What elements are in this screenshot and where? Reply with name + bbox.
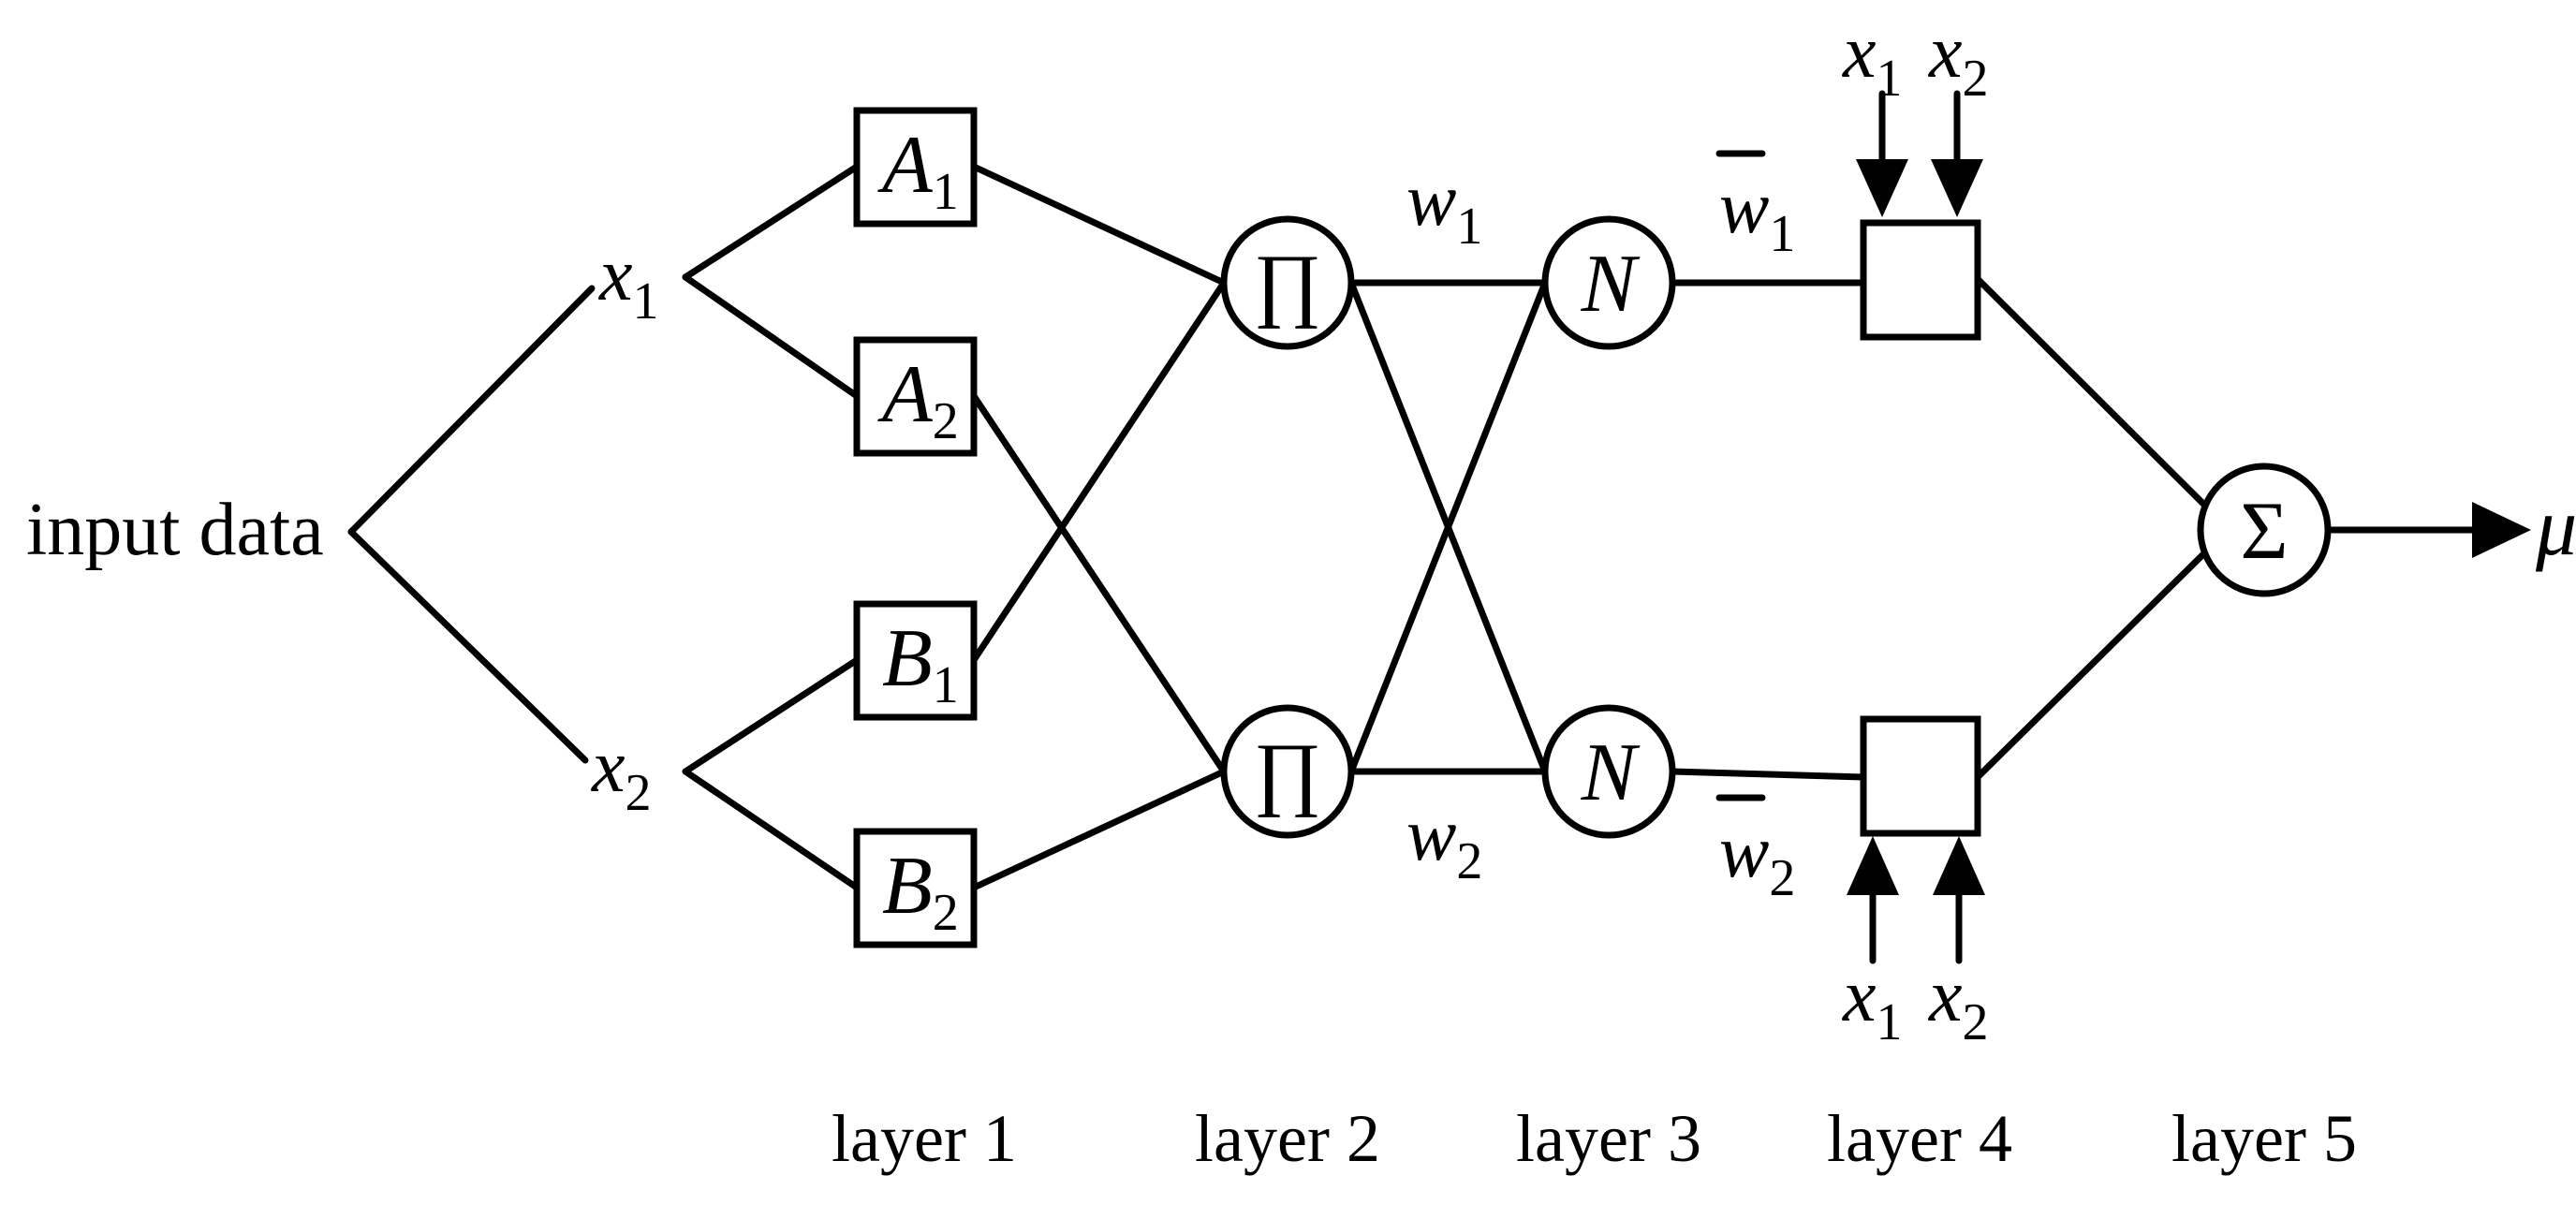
node-a2-label: A2 <box>877 349 959 450</box>
node-pi2-circle <box>1220 704 1355 839</box>
layer4-bottom-x1-label: x1 <box>1842 955 1903 1051</box>
layer4-nodes <box>1860 219 1981 837</box>
layer1-nodes: A1 A2 B1 B2 <box>853 107 978 948</box>
edges <box>347 163 2531 891</box>
node-b1-label: B1 <box>882 613 959 714</box>
layer-1-caption: layer 1 <box>832 1101 1017 1176</box>
weight-w2-label: w2 <box>1406 794 1482 890</box>
layer4-input-arrows <box>1847 90 1985 964</box>
arrow-top-x1-head <box>1856 159 1908 217</box>
node-layer4-top <box>1860 219 1981 341</box>
edge-x2-b1 <box>682 656 861 775</box>
layer2-nodes: ∏ ∏ <box>1220 215 1355 839</box>
output-mu-label: μ <box>2535 482 2576 573</box>
edge-input-x2 <box>347 528 589 764</box>
node-pi2: ∏ <box>1220 704 1355 839</box>
layer-3-caption: layer 3 <box>1516 1101 1701 1176</box>
weight-w1-label: w1 <box>1406 159 1482 256</box>
edge-b1-pi1 <box>970 279 1228 664</box>
arrow-top-x2-head <box>1931 159 1983 217</box>
normalized-weight-w1: w1 <box>1715 150 1795 263</box>
arrow-bot-x1-head <box>1847 836 1899 895</box>
node-b1: B1 <box>853 600 978 721</box>
normalized-w2-label: w2 <box>1719 811 1795 907</box>
edge-input-x1 <box>347 285 596 536</box>
layer-4-caption: layer 4 <box>1827 1101 2012 1176</box>
layer4-top-x1-label: x1 <box>1842 11 1903 108</box>
node-a1-label: A1 <box>877 120 959 221</box>
edge-l4top-sigma <box>1974 275 2209 509</box>
node-a1: A1 <box>853 107 978 228</box>
node-n1-circle <box>1541 215 1676 350</box>
node-n1: N <box>1541 215 1676 350</box>
node-b2-box <box>853 828 978 948</box>
layer3-nodes: N N <box>1541 215 1676 839</box>
node-layer4-bottom <box>1860 715 1981 837</box>
input-x1-label: x1 <box>598 234 659 331</box>
edge-a1-pi1 <box>970 163 1228 287</box>
node-a2: A2 <box>853 336 978 457</box>
normalized-w1-label: w1 <box>1719 167 1795 263</box>
node-a1-box <box>853 107 978 228</box>
node-n1-symbol: N <box>1581 239 1641 330</box>
node-b1-box <box>853 600 978 721</box>
normalized-weight-w2: w2 <box>1715 794 1795 907</box>
node-pi1-circle <box>1220 215 1355 350</box>
node-sigma-symbol: Σ <box>2240 486 2288 577</box>
input-x2-label: x2 <box>591 726 652 822</box>
node-a2-box <box>853 336 978 457</box>
edge-x1-a2 <box>682 273 861 400</box>
output-arrowhead <box>2472 502 2531 558</box>
edge-pi2-n1 <box>1347 279 1549 775</box>
node-n2: N <box>1541 704 1676 839</box>
node-b2: B2 <box>853 828 978 948</box>
node-pi2-symbol: ∏ <box>1254 727 1321 818</box>
edge-x1-a1 <box>682 163 861 281</box>
layer4-bottom-x2-label: x2 <box>1928 955 1989 1051</box>
layer-5-caption: layer 5 <box>2171 1101 2357 1176</box>
layer-2-caption: layer 2 <box>1195 1101 1380 1176</box>
input-data-label: input data <box>26 489 324 571</box>
layer4-top-x2-label: x2 <box>1928 11 1989 108</box>
layer5-node: Σ <box>2197 463 2332 597</box>
edge-l4bot-sigma <box>1974 549 2209 781</box>
edge-n2-l4bot <box>1669 768 1867 781</box>
node-n2-symbol: N <box>1581 727 1641 818</box>
edge-x2-b2 <box>682 768 861 891</box>
edge-b2-pi2 <box>970 768 1228 891</box>
node-n2-circle <box>1541 704 1676 839</box>
node-sigma-circle <box>2197 463 2332 597</box>
arrow-bot-x2-head <box>1933 836 1985 895</box>
edge-a2-pi2 <box>970 392 1228 775</box>
node-pi1: ∏ <box>1220 215 1355 350</box>
node-pi1-symbol: ∏ <box>1254 239 1321 330</box>
node-b2-label: B2 <box>882 841 959 942</box>
